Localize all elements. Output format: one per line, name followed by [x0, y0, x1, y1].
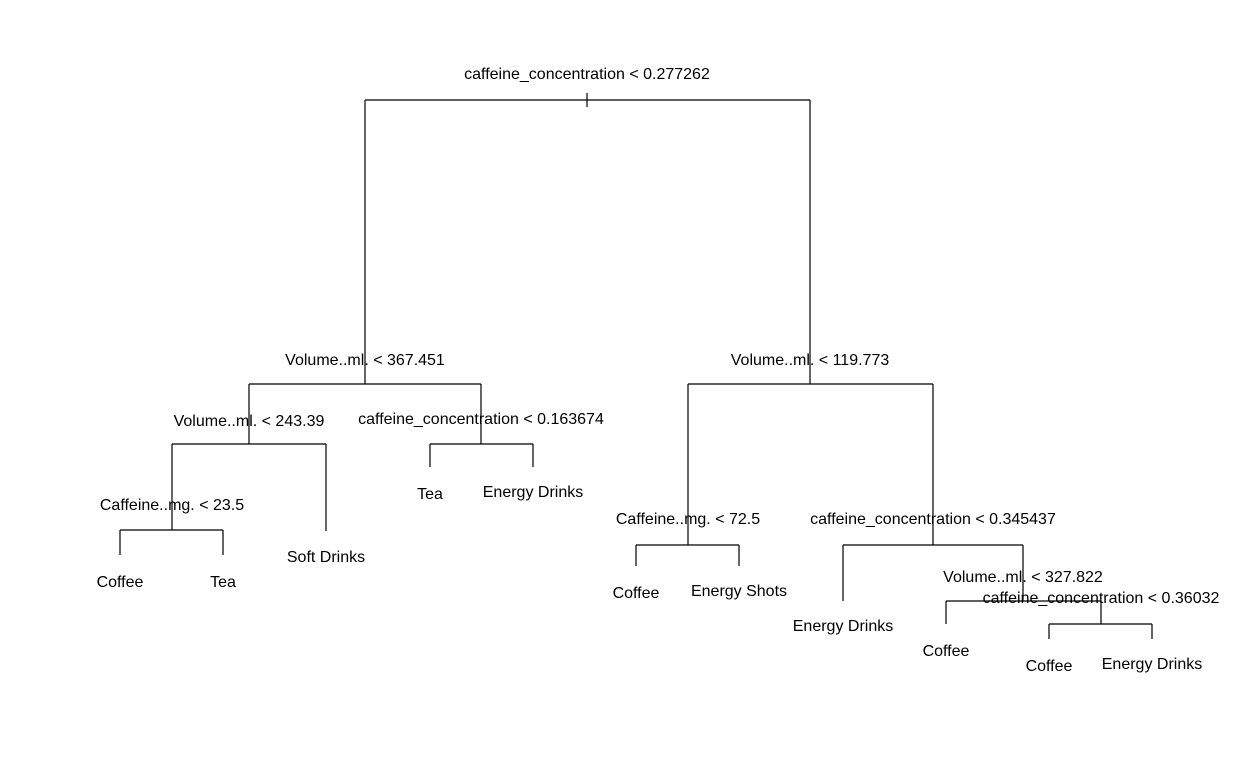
split-label-left-left: Volume..ml. < 243.39	[174, 413, 325, 430]
split-label-right-left: Caffeine..mg. < 72.5	[616, 511, 760, 528]
leaf-label: Coffee	[613, 585, 660, 602]
tree-branches	[119, 93, 1153, 639]
leaf-label: Tea	[417, 486, 443, 503]
leaf-label: Coffee	[1026, 658, 1073, 675]
leaf-label: Energy Drinks	[793, 618, 893, 635]
split-label-right: Volume..ml. < 119.773	[731, 352, 890, 369]
split-label-right-right-right-right: caffeine_concentration < 0.36032	[983, 590, 1220, 607]
leaf-label: Energy Drinks	[483, 484, 583, 501]
leaf-label: Soft Drinks	[287, 549, 365, 566]
leaf-labels: Coffee Tea Soft Drinks Tea Energy Drinks…	[97, 484, 1203, 675]
leaf-label: Coffee	[923, 643, 970, 660]
split-label-left: Volume..ml. < 367.451	[285, 352, 445, 369]
split-label-left-left-left: Caffeine..mg. < 23.5	[100, 497, 244, 514]
leaf-label: Energy Shots	[691, 583, 787, 600]
split-label-root: caffeine_concentration < 0.277262	[464, 66, 710, 83]
split-labels: caffeine_concentration < 0.277262 Volume…	[100, 66, 1220, 607]
leaf-label: Tea	[210, 574, 236, 591]
leaf-label: Energy Drinks	[1102, 656, 1202, 673]
split-label-right-right: caffeine_concentration < 0.345437	[810, 511, 1056, 528]
split-label-left-right: caffeine_concentration < 0.163674	[358, 411, 604, 428]
split-label-right-right-right: Volume..ml. < 327.822	[943, 569, 1103, 586]
leaf-label: Coffee	[97, 574, 144, 591]
